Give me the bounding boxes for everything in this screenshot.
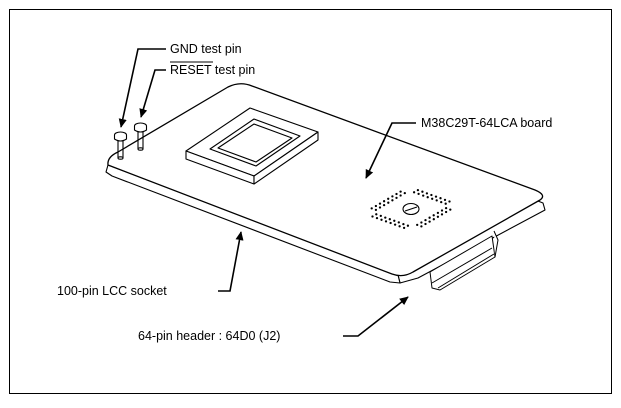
board-pad [388, 218, 391, 221]
board-pad [402, 226, 406, 230]
board-pad [393, 223, 397, 226]
board-pad [378, 206, 382, 209]
reset-label-suffix: test pin [211, 63, 255, 77]
board-pad [416, 223, 419, 227]
board-pad [382, 203, 386, 207]
board-pad [398, 225, 401, 228]
board-pad [402, 222, 405, 226]
board-pad [439, 197, 442, 200]
label-reset-test-pin: RESET test pin [170, 63, 255, 77]
board-pad [424, 218, 427, 222]
board-pad [370, 207, 373, 210]
board-pad [444, 206, 448, 210]
board-pad [393, 219, 396, 222]
callout-gnd [118, 48, 166, 128]
board-pad [379, 214, 382, 218]
board-pad [424, 222, 427, 226]
figure-frame [9, 9, 612, 394]
board-pad [403, 191, 406, 195]
board-pad [428, 216, 431, 219]
board-pad [417, 192, 420, 196]
board-pad [382, 200, 386, 203]
callout-board [365, 122, 416, 179]
board-pad [443, 198, 447, 202]
board-pad [416, 188, 420, 192]
board-pad [420, 221, 423, 224]
board-pad [375, 216, 379, 220]
board-pad [384, 220, 388, 223]
board-pad [444, 202, 447, 205]
board-pad [422, 194, 425, 197]
label-target-board: M38C29T-64LCA board [421, 116, 552, 130]
board-pad [380, 218, 383, 221]
board-pad [444, 210, 448, 214]
board-pad [389, 221, 392, 225]
board-pad [434, 195, 438, 198]
label-gnd-test-pin: GND test pin [170, 42, 242, 56]
reset-test-pin [133, 122, 148, 151]
callout-reset [139, 69, 166, 118]
board-pad [399, 194, 402, 197]
board-pad [406, 224, 410, 227]
board-pad [428, 220, 431, 223]
board-pad [435, 199, 438, 202]
board-pad [387, 201, 390, 204]
board-pad [432, 214, 435, 217]
label-pin-header: 64-pin header : 64D0 (J2) [138, 329, 280, 343]
board-pad [440, 209, 444, 212]
board-pad [432, 218, 435, 221]
board-pad [430, 193, 433, 197]
pin-header-j2 [429, 230, 499, 291]
board-pad [449, 208, 452, 211]
board-pad [399, 190, 402, 193]
board-pad [391, 199, 394, 202]
board-pad [378, 202, 382, 205]
board-pad [425, 192, 429, 195]
board-pad [426, 196, 429, 199]
callout-socket [218, 231, 244, 292]
board-pad [371, 215, 374, 218]
board-pad [448, 200, 451, 203]
board-pad [440, 200, 443, 204]
gnd-test-pin [113, 131, 128, 160]
board-pad [420, 225, 423, 228]
board-pad [374, 204, 378, 208]
callout-header [343, 296, 409, 337]
board-pad [391, 195, 394, 198]
board-pad [375, 213, 378, 216]
board-pad [436, 211, 440, 215]
board-pad [436, 215, 440, 218]
board-pad [395, 196, 398, 200]
board-pad [397, 221, 400, 224]
label-lcc-socket: 100-pin LCC socket [57, 284, 167, 298]
board-pad [412, 191, 416, 194]
board-pad [431, 197, 434, 200]
board-center-screw [402, 202, 420, 216]
board-pad [421, 190, 424, 193]
board-pad [395, 192, 398, 196]
lcc-socket [185, 107, 319, 185]
board-pad-pattern [370, 188, 452, 230]
board-pad [440, 213, 444, 216]
reset-signal-name: RESET [170, 63, 212, 77]
board-pad [387, 197, 390, 200]
board-pad [384, 216, 387, 219]
board-pad [374, 208, 378, 212]
